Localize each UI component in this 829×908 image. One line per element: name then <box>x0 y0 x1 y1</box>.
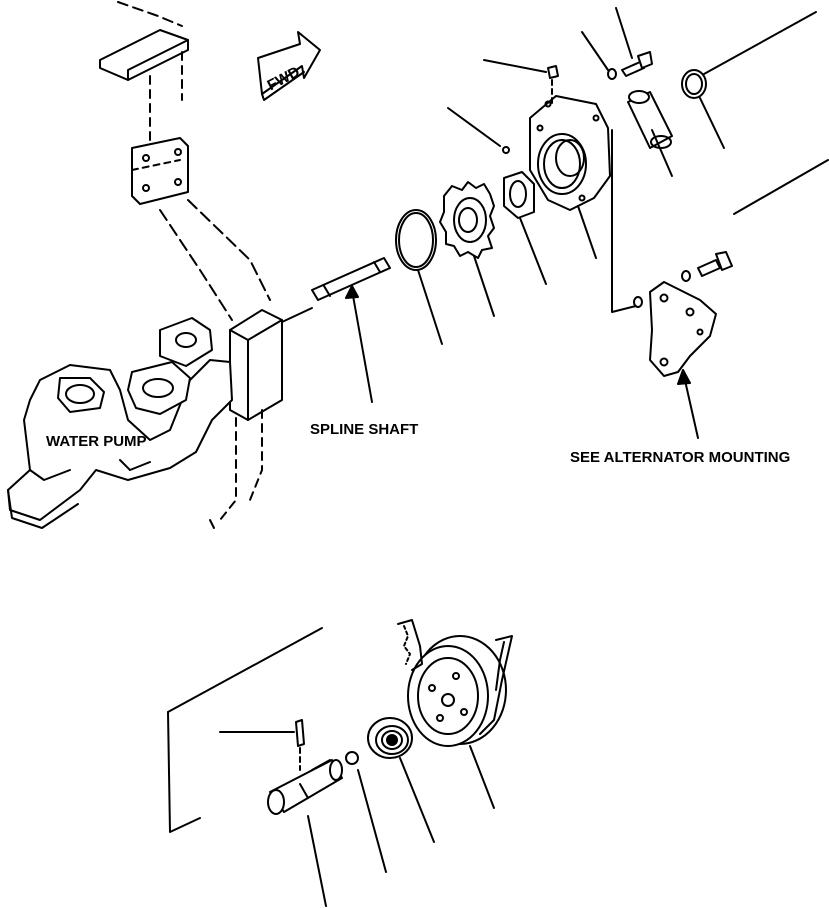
bracket-washer <box>633 296 643 308</box>
roll-pin <box>295 719 305 747</box>
shaft-axis-line <box>281 307 313 323</box>
spline-shaft-arrowhead <box>345 285 359 299</box>
steel-ball <box>345 751 359 765</box>
spline-shaft-label: SPLINE SHAFT <box>310 421 418 438</box>
lock-washer-leader <box>581 31 609 71</box>
frame-line-top <box>703 11 817 75</box>
lower-frame-top <box>167 627 323 713</box>
bushing-leader <box>651 129 673 177</box>
pump-drive-housing <box>529 95 611 211</box>
alternator-bracket <box>649 281 717 377</box>
dashed-line-b <box>187 199 271 301</box>
set-screw-leader <box>483 59 547 73</box>
pulley-shaft-leader <box>307 815 327 907</box>
drive-pulley <box>407 635 507 747</box>
alternator-leader <box>683 375 699 439</box>
dashed-center-line <box>117 1 183 27</box>
seal-ring-leader <box>699 97 725 149</box>
bracket-lock-washer <box>681 270 691 282</box>
dashed-line-a <box>159 209 233 321</box>
water-pump-label: WATER PUMP <box>46 433 147 450</box>
spline-shaft <box>311 257 391 301</box>
lower-frame-left <box>167 711 201 833</box>
seal-ring-inner <box>685 73 703 95</box>
pump-housing-leader <box>577 205 597 259</box>
mounting-bolt <box>621 51 653 77</box>
frame-line-left <box>611 129 637 313</box>
see-alternator-label: SEE ALTERNATOR MOUNTING <box>570 449 790 466</box>
bushing-sleeve <box>627 90 673 149</box>
dowel-leader <box>447 107 501 147</box>
gear-leader <box>473 255 495 317</box>
timing-housing <box>209 309 283 529</box>
frame-line-bottom <box>733 159 829 215</box>
thrust-washer-leader <box>519 217 547 285</box>
o-ring <box>395 209 437 271</box>
bearing-leader <box>399 757 435 843</box>
alternator-arrowhead <box>677 369 691 385</box>
o-ring-inner <box>398 212 434 268</box>
engine-block-upper <box>99 29 189 141</box>
gasket-plate <box>131 137 189 205</box>
drive-gear <box>439 181 495 259</box>
set-screw <box>547 65 559 79</box>
pulley-leader <box>469 745 495 809</box>
dowel-pin <box>502 146 510 154</box>
thrust-washer <box>503 171 535 219</box>
pulley-shaft <box>267 759 343 815</box>
spline-shaft-leader <box>351 289 373 403</box>
seal-ring <box>681 69 707 99</box>
o-ring-leader <box>417 269 443 345</box>
fwd-arrow-icon <box>257 31 321 101</box>
water-pump-body <box>7 317 233 529</box>
bolt-leader <box>615 7 633 59</box>
steel-ball-leader <box>357 769 387 873</box>
pulley-bearing <box>367 717 413 759</box>
lock-washer <box>607 68 617 80</box>
bracket-bolt <box>697 251 733 277</box>
drive-belt <box>397 619 513 735</box>
